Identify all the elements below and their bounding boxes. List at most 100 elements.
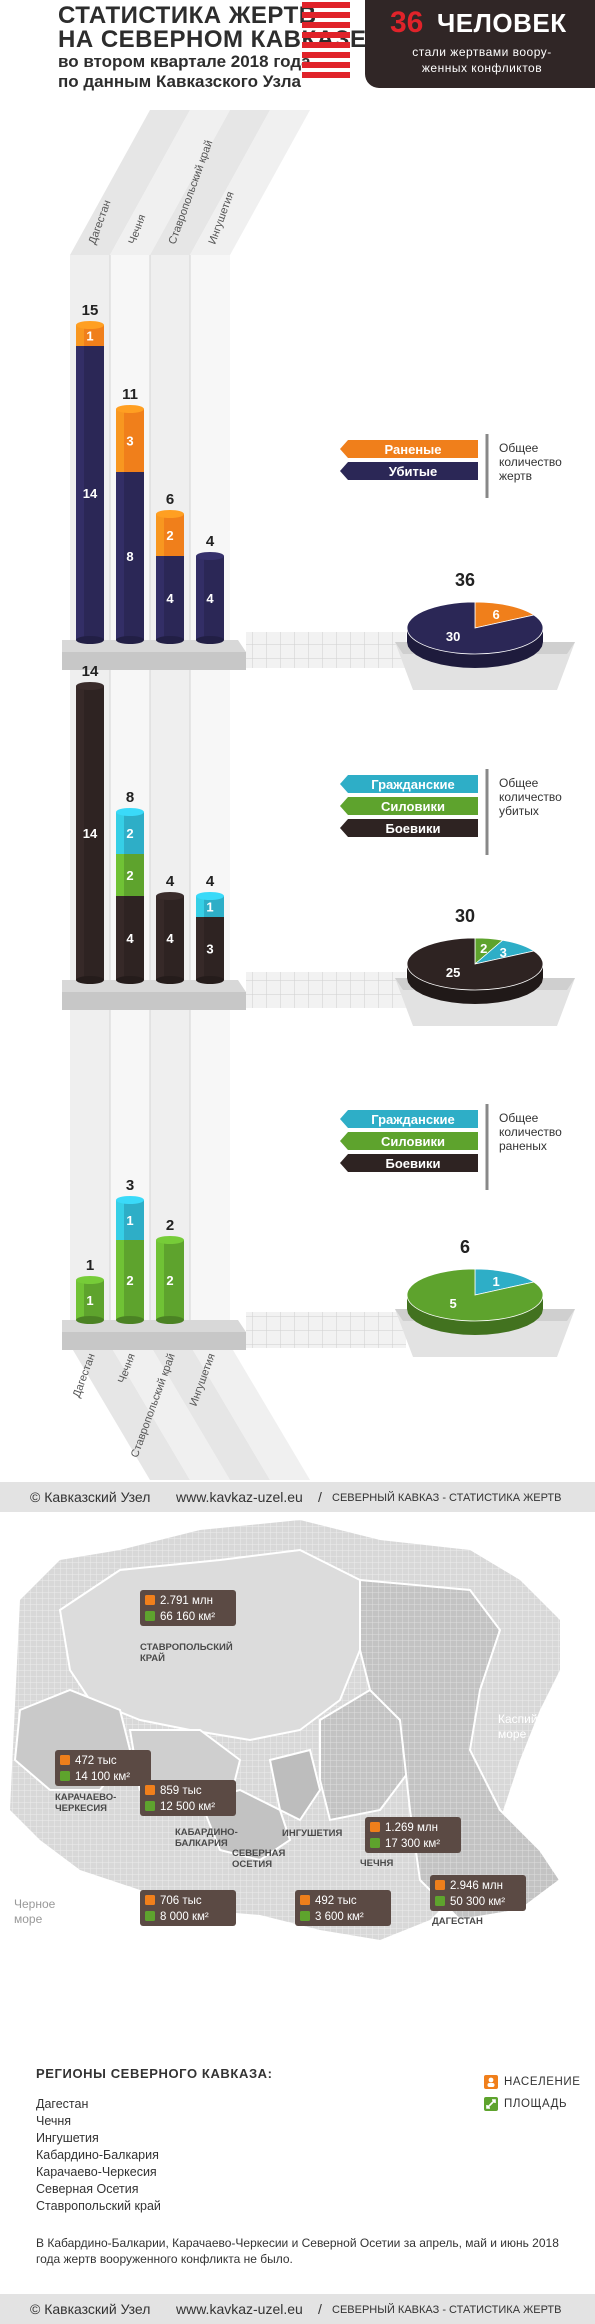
map-region-name-2: КРАЙ (140, 1652, 165, 1664)
regions-list: Дагестан Чечня Ингушетия Кабардино-Балка… (36, 2096, 161, 2215)
legend-label: Боевики (386, 1156, 441, 1171)
pie-slice-label: 1 (492, 1274, 499, 1289)
callout-area: 14 100 км² (75, 1771, 130, 1783)
subtitle-line-1: во втором квартале 2018 года (58, 52, 311, 71)
footer-url-bottom[interactable]: www.kavkaz-uzel.eu (176, 2301, 303, 2317)
banner-subtitle: стали жертвами воору- женных конфликтов (382, 44, 582, 76)
legend-label: Убитые (389, 464, 437, 479)
bar-base (196, 636, 224, 644)
bar-cap (116, 405, 144, 413)
bar-cap (116, 1196, 144, 1204)
pie-slice (406, 601, 544, 655)
bar-highlight (116, 1240, 124, 1320)
bar-base (116, 1316, 144, 1324)
legend-label: Раненые (385, 442, 442, 457)
victims-banner (365, 0, 595, 88)
population-icon (145, 1895, 155, 1905)
population-icon (60, 1755, 70, 1765)
callout-area: 66 160 км² (160, 1611, 215, 1623)
bar-cap (76, 1276, 104, 1284)
bar-segment-label: 14 (83, 486, 98, 501)
bar-base (76, 636, 104, 644)
bar-cap (196, 892, 224, 900)
callout-population: 492 тыс (315, 1895, 357, 1907)
top-ribbon (70, 110, 310, 255)
callout-area: 50 300 км² (450, 1896, 505, 1908)
legend-note: жертв (499, 469, 532, 483)
bar-total-label: 4 (206, 533, 215, 550)
legend-label: Гражданские (371, 1112, 455, 1127)
map-region-dagestan (359, 1578, 562, 1922)
bar-cap (116, 808, 144, 816)
bar-highlight (156, 514, 164, 556)
bar-segment-label: 2 (166, 1273, 173, 1288)
banner-word: ЧЕЛОВЕК (437, 8, 567, 38)
bar-highlight (76, 346, 84, 640)
area-icon (300, 1911, 310, 1921)
map-callout: 2.946 млн 50 300 км² ДАГЕСТАН (430, 1875, 526, 1927)
footer-url[interactable]: www.kavkaz-uzel.eu (176, 1489, 303, 1505)
bar-highlight (116, 472, 124, 640)
floor-slab-front (62, 652, 246, 670)
pie-slice-label: 3 (500, 945, 507, 960)
pie-slice-label: 5 (449, 1296, 456, 1311)
bar-base (76, 976, 104, 984)
legend-swatch (340, 775, 478, 793)
callout-box (295, 1890, 391, 1926)
callout-area: 3 600 км² (315, 1911, 364, 1923)
regions-list-item: Северная Осетия (36, 2182, 139, 2196)
callout-area: 17 300 км² (385, 1838, 440, 1850)
legend-swatch (340, 797, 478, 815)
regions-list-item: Дагестан (36, 2097, 89, 2111)
floor-slab-front (62, 1332, 246, 1350)
bar-cap (76, 321, 104, 329)
bar-segment-label: 2 (126, 826, 133, 841)
bar-base (116, 976, 144, 984)
bar-total-label: 6 (166, 491, 174, 508)
regions-heading: РЕГИОНЫ СЕВЕРНОГО КАВКАЗА: (36, 2066, 273, 2081)
title-line-1: СТАТИСТИКА ЖЕРТВ (58, 2, 317, 29)
bar-base (156, 976, 184, 984)
regions-list-item: Ставропольский край (36, 2199, 161, 2213)
bar-total-label: 4 (166, 873, 175, 890)
footer-divider: / (318, 1489, 322, 1505)
bar-highlight (156, 1240, 164, 1320)
banner-sub-line-2: женных конфликтов (421, 61, 543, 75)
bar-segment-label: 2 (126, 868, 133, 883)
floor-slab (62, 640, 246, 652)
footer-title-bottom: СЕВЕРНЫЙ КАВКАЗ - СТАТИСТИКА ЖЕРТВ (332, 2304, 562, 2316)
bar-segment-label: 1 (86, 329, 93, 344)
legend-note: количество (499, 1125, 562, 1139)
region-map: Каспийское море Черное море 2.791 млн66 … (10, 1520, 563, 1940)
callout-population: 2.791 млн (160, 1595, 213, 1607)
pie-total-label: 30 (455, 906, 475, 926)
pie-slice-label: 6 (492, 607, 499, 622)
banner-number: 36 (390, 6, 424, 39)
legend-label: Гражданские (371, 777, 455, 792)
bar-segment-label: 3 (206, 942, 213, 957)
bar-base (76, 1316, 104, 1324)
pie-slice (406, 937, 544, 991)
map-region-name: ДАГЕСТАН (432, 1916, 483, 1927)
banner-sub-line-1: стали жертвами воору- (412, 45, 552, 59)
callout-area: 12 500 км² (160, 1801, 215, 1813)
bar-segment-label: 14 (83, 826, 98, 841)
callout-population: 472 тыс (75, 1755, 117, 1767)
bar-base (196, 976, 224, 984)
subtitle-line-2: по данным Кавказского Узла (58, 72, 301, 91)
legend-swatch (340, 440, 478, 458)
callout-population: 2.946 млн (450, 1880, 503, 1892)
population-icon (145, 1785, 155, 1795)
area-icon (145, 1911, 155, 1921)
map-region-name: СЕВЕРНАЯ (232, 1848, 285, 1859)
chart-panel-1: 14115831142644РаненыеУбитыеОбщееколичест… (62, 302, 575, 690)
footer-title: СЕВЕРНЫЙ КАВКАЗ - СТАТИСТИКА ЖЕРТВ (332, 1492, 562, 1504)
map-region-name-2: ОСЕТИЯ (232, 1859, 272, 1870)
pie-side (407, 1295, 543, 1335)
area-key-icon (484, 2097, 498, 2111)
bar-segment-label: 2 (126, 1273, 133, 1288)
